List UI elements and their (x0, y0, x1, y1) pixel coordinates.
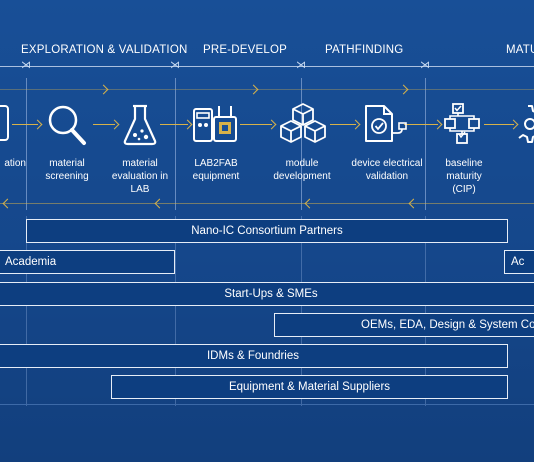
step-arrow (12, 124, 38, 125)
phase-divider (175, 216, 176, 406)
bar-nano-ic-consortium-partners: Nano-IC Consortium Partners (26, 219, 508, 243)
step-arrow (330, 124, 356, 125)
step-arrow (404, 124, 438, 125)
step-label-material-evaluation: material evaluation in LAB (111, 158, 169, 195)
gear-icon (518, 105, 534, 143)
step-arrow (484, 124, 514, 125)
phase-divider (175, 78, 176, 210)
phase-timeline-line (0, 66, 534, 67)
phase-divider (425, 78, 426, 210)
phase-label-exploration: EXPLORATION & VALIDATION (21, 44, 188, 56)
phase-label-pre-develop: PRE-DEVELOP (203, 44, 288, 56)
bar-academia-right: Ac (504, 250, 534, 274)
plug-document-icon (365, 105, 407, 142)
phase-divider (301, 216, 302, 406)
document-icon (0, 105, 9, 141)
phase-divider (26, 216, 27, 406)
cubes-icon (280, 103, 326, 143)
step-label-ation: ation (4, 158, 26, 169)
magnifier-icon (48, 105, 86, 145)
step-arrow-head (350, 119, 361, 130)
flowchart-icon (444, 103, 480, 144)
feedback-arrow (2, 198, 13, 209)
step-arrow-head (432, 119, 443, 130)
step-label-baseline-maturity: baseline maturity (CIP) (445, 158, 483, 195)
feedback-arrow (304, 198, 315, 209)
feedback-flow-line (0, 203, 534, 204)
phase-divider-marker: ⋊ (170, 60, 180, 71)
feedback-arrow (154, 198, 165, 209)
bottom-divider (0, 404, 534, 405)
step-label-lab2fab-equipment: LAB2FAB equipment (192, 158, 240, 182)
bar-equipment-material-suppliers: Equipment & Material Suppliers (111, 375, 508, 399)
bar-academia: Academia (0, 250, 175, 274)
forward-flow-line (0, 89, 534, 90)
step-arrow-head (182, 119, 193, 130)
step-arrow-head (266, 119, 277, 130)
step-arrow (93, 124, 115, 125)
equipment-icon (193, 106, 237, 142)
step-arrow-head (508, 119, 519, 130)
phase-divider-marker: ⋊ (21, 60, 31, 71)
phase-divider (26, 78, 27, 210)
step-arrow-head (32, 119, 43, 130)
bar-start-ups-smes: Start-Ups & SMEs (0, 282, 534, 306)
step-label-material-screening: material screening (45, 158, 89, 182)
bar-oems-eda-design: OEMs, EDA, Design & System Co (274, 313, 534, 337)
step-arrow-head (109, 119, 120, 130)
phase-divider-marker: ⋊ (296, 60, 306, 71)
step-label-module-development: module development (273, 158, 331, 182)
step-arrow (240, 124, 272, 125)
bar-idms-foundries: IDMs & Foundries (0, 344, 508, 368)
phase-divider (301, 78, 302, 210)
phase-divider-marker: ⋊ (420, 60, 430, 71)
phase-divider (425, 216, 426, 406)
flask-icon (123, 104, 157, 146)
phase-label-maturity: MATU (506, 44, 534, 56)
step-label-device-validation: device electrical validation (351, 158, 423, 182)
feedback-arrow (408, 198, 419, 209)
phase-label-pathfinding: PATHFINDING (325, 44, 404, 56)
step-arrow (160, 124, 188, 125)
